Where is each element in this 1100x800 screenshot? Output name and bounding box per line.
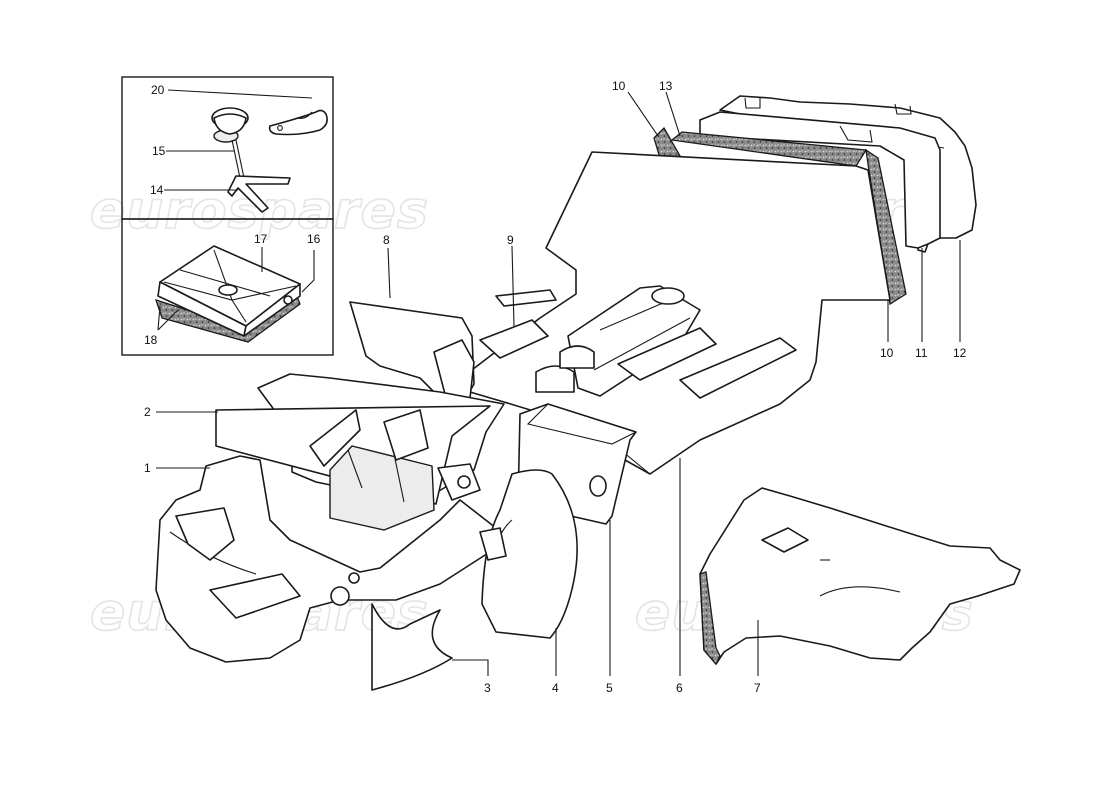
lower-cutaway-panel-part	[371, 603, 453, 691]
leader-9	[511, 245, 515, 327]
foam-strip-side-part	[865, 148, 907, 306]
watermark-top-left: eurospares	[90, 181, 429, 241]
battery-lid-part	[154, 245, 301, 343]
callout-20: 20	[151, 83, 165, 97]
callout-5: 5	[606, 681, 613, 695]
callout-12: 12	[953, 346, 967, 360]
leader-10-top	[627, 91, 659, 137]
callout-9: 9	[507, 233, 514, 247]
leader-16	[301, 250, 315, 293]
leader-13	[665, 91, 681, 137]
foam-wedge-part	[653, 126, 682, 159]
fastener-knob-part	[211, 107, 249, 179]
bulkhead-inner-panel-part	[699, 111, 941, 249]
callout-15: 15	[152, 144, 166, 158]
cross-bracket-part	[227, 175, 291, 213]
leader-20	[167, 89, 313, 99]
callout-7: 7	[754, 681, 761, 695]
floor-pan-part	[463, 151, 891, 475]
callout-3: 3	[484, 681, 491, 695]
callout-10-right: 10	[880, 346, 894, 360]
callout-17: 17	[254, 232, 268, 246]
leader-3	[452, 659, 489, 676]
inset-hardware-box	[121, 76, 334, 356]
inset-bottom-frame	[121, 218, 334, 356]
callout-14: 14	[150, 183, 164, 197]
front-shell-part	[155, 455, 497, 663]
leader-18	[157, 305, 179, 331]
rear-carpet-part	[699, 487, 1021, 666]
callout-11: 11	[915, 346, 928, 360]
callout-1: 1	[144, 461, 151, 475]
callout-10-top: 10	[612, 79, 626, 93]
leader-8	[387, 247, 391, 299]
callout-2: 2	[144, 405, 151, 419]
callout-4: 4	[552, 681, 559, 695]
callout-labels: 20 15 14 17 16 18 8 9 10 13 10 11 12 2 1…	[144, 79, 967, 695]
side-curved-panel-part	[479, 469, 578, 639]
callout-18: 18	[144, 333, 158, 347]
callout-8: 8	[383, 233, 390, 247]
leader-lines	[156, 89, 961, 676]
callout-16: 16	[307, 232, 321, 246]
callout-13: 13	[659, 79, 673, 93]
strap-clip-part	[268, 109, 328, 136]
callout-6: 6	[676, 681, 683, 695]
front-tray-part	[215, 373, 505, 531]
